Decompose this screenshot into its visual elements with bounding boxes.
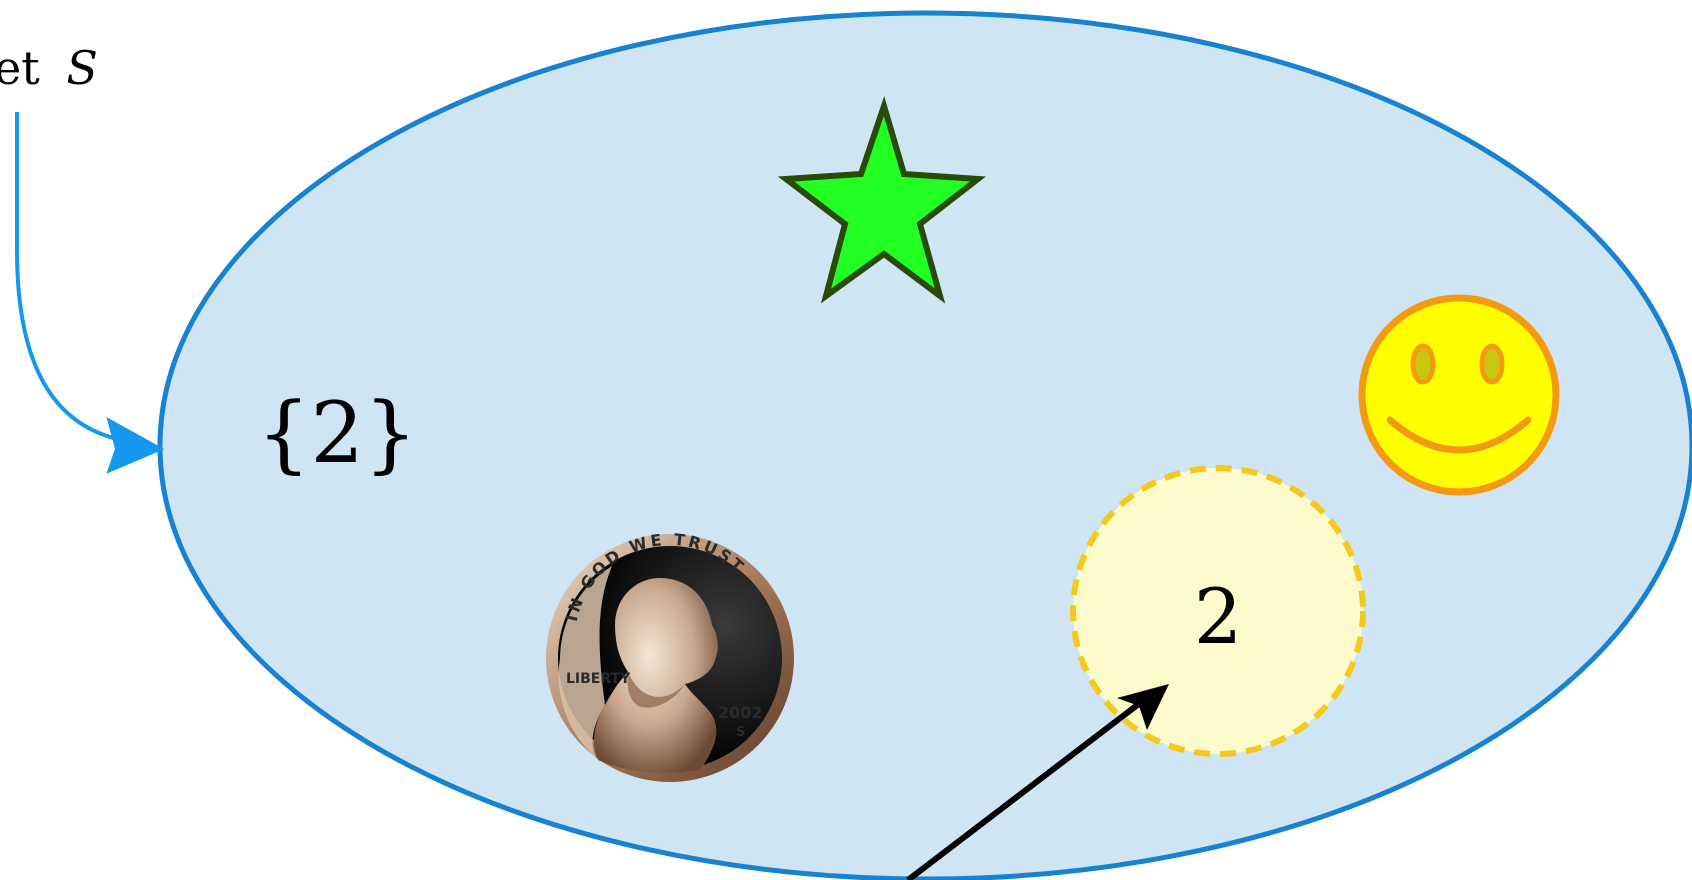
smiley-face-icon	[1362, 298, 1556, 492]
element-two-circle: 2	[1073, 468, 1363, 754]
set-label-prefix: et	[0, 41, 40, 95]
set-notation: {2}	[257, 384, 417, 482]
smiley-left-eye	[1413, 346, 1433, 382]
penny-year: 2002	[718, 703, 763, 722]
set-label: et S	[0, 41, 98, 95]
label-arrow-line	[17, 112, 122, 440]
penny-mint: S	[736, 725, 745, 740]
label-arrow-head	[108, 419, 162, 472]
set-label-variable: S	[66, 41, 98, 95]
label-arrow	[17, 112, 162, 472]
penny-liberty: LIBERTY	[566, 671, 631, 687]
smiley-right-eye	[1482, 346, 1502, 382]
element-two-label: 2	[1194, 572, 1242, 661]
